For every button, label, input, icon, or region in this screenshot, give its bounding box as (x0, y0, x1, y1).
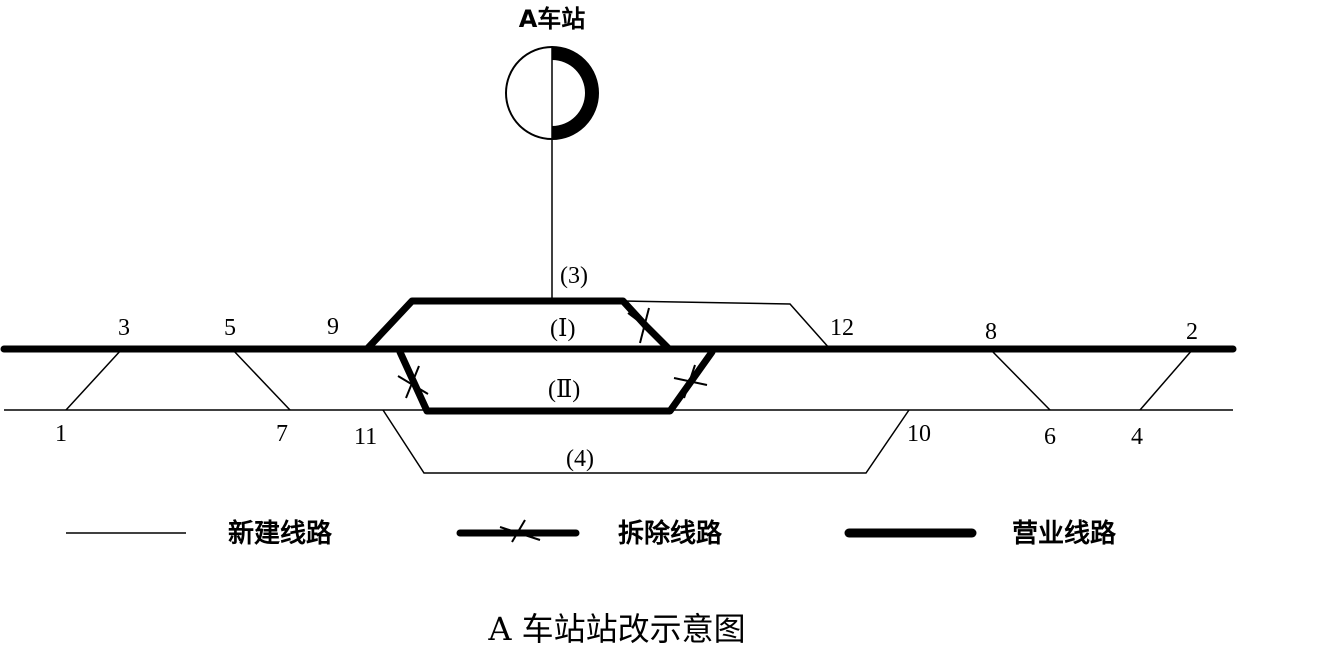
track-i-label: (Ⅰ) (550, 316, 575, 342)
label-8: 8 (985, 319, 997, 345)
label-12: 12 (830, 315, 854, 341)
removal-marks (397, 307, 708, 399)
legend-new-label: 新建线路 (228, 518, 333, 549)
track-ii-label: (Ⅱ) (548, 377, 580, 403)
removal-x-icon (397, 365, 429, 399)
label-3: 3 (118, 315, 130, 341)
crossover-8-6 (989, 348, 1051, 411)
station-title: A车站 (519, 5, 586, 33)
crossover-5-7 (231, 348, 291, 411)
crossover-3-1 (65, 348, 123, 411)
legend-removed-line-swatch (456, 519, 580, 543)
station-symbol-icon (505, 46, 599, 140)
track-i-loop (363, 297, 649, 353)
label-10: 10 (907, 421, 931, 447)
track-3-label: (3) (560, 263, 588, 289)
label-2: 2 (1186, 319, 1198, 345)
label-5: 5 (224, 315, 236, 341)
label-7: 7 (276, 421, 288, 447)
label-6: 6 (1044, 424, 1056, 450)
legend: 新建线路 拆除线路 营业线路 (66, 518, 1117, 549)
label-11: 11 (354, 424, 377, 450)
legend-existing-label: 营业线路 (1012, 518, 1117, 549)
track-3-extension (622, 300, 831, 350)
legend-removed-label: 拆除线路 (618, 518, 723, 549)
removal-x-icon (673, 364, 708, 399)
label-1: 1 (55, 421, 67, 447)
new-lines (4, 300, 1233, 474)
track-4 (382, 409, 910, 474)
removal-x-icon (627, 307, 661, 344)
label-4: 4 (1131, 424, 1143, 450)
crossover-2-4 (1139, 348, 1194, 411)
label-9: 9 (327, 314, 339, 340)
track-4-label: (4) (566, 446, 594, 472)
existing-lines (0, 297, 1237, 415)
diagram-caption: A 车站站改示意图 (487, 610, 745, 648)
